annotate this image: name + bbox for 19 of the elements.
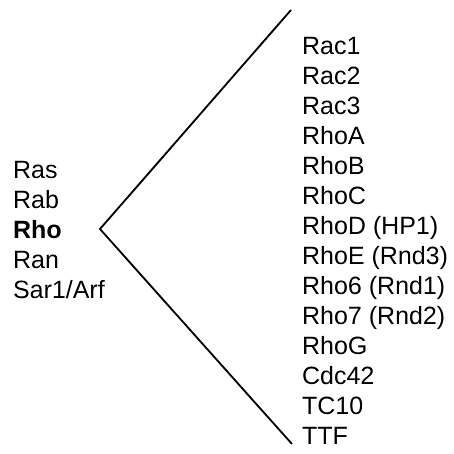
member-label: Rho7 (Rnd2) [302, 302, 446, 330]
member-label: Rho6 (Rnd1) [302, 272, 446, 300]
member-label: Rac2 [302, 62, 360, 90]
family-label: Ras [13, 156, 58, 184]
member-label: RhoE (Rnd3) [302, 242, 448, 270]
member-label: RhoC [302, 182, 366, 210]
member-label: RhoD (HP1) [302, 212, 438, 240]
family-label: Sar1/Arf [13, 276, 105, 304]
member-label: RhoA [302, 122, 365, 150]
member-label: Rac3 [302, 92, 360, 120]
member-label: RhoG [302, 332, 368, 360]
family-label: Rab [13, 186, 59, 214]
family-label: Ran [13, 246, 59, 274]
member-label: RhoB [302, 152, 365, 180]
member-label: Cdc42 [302, 362, 374, 390]
member-label: TC10 [302, 392, 364, 420]
member-label: TTF [302, 422, 348, 450]
family-label: Rho [13, 216, 62, 244]
member-label: Rac1 [302, 32, 360, 60]
